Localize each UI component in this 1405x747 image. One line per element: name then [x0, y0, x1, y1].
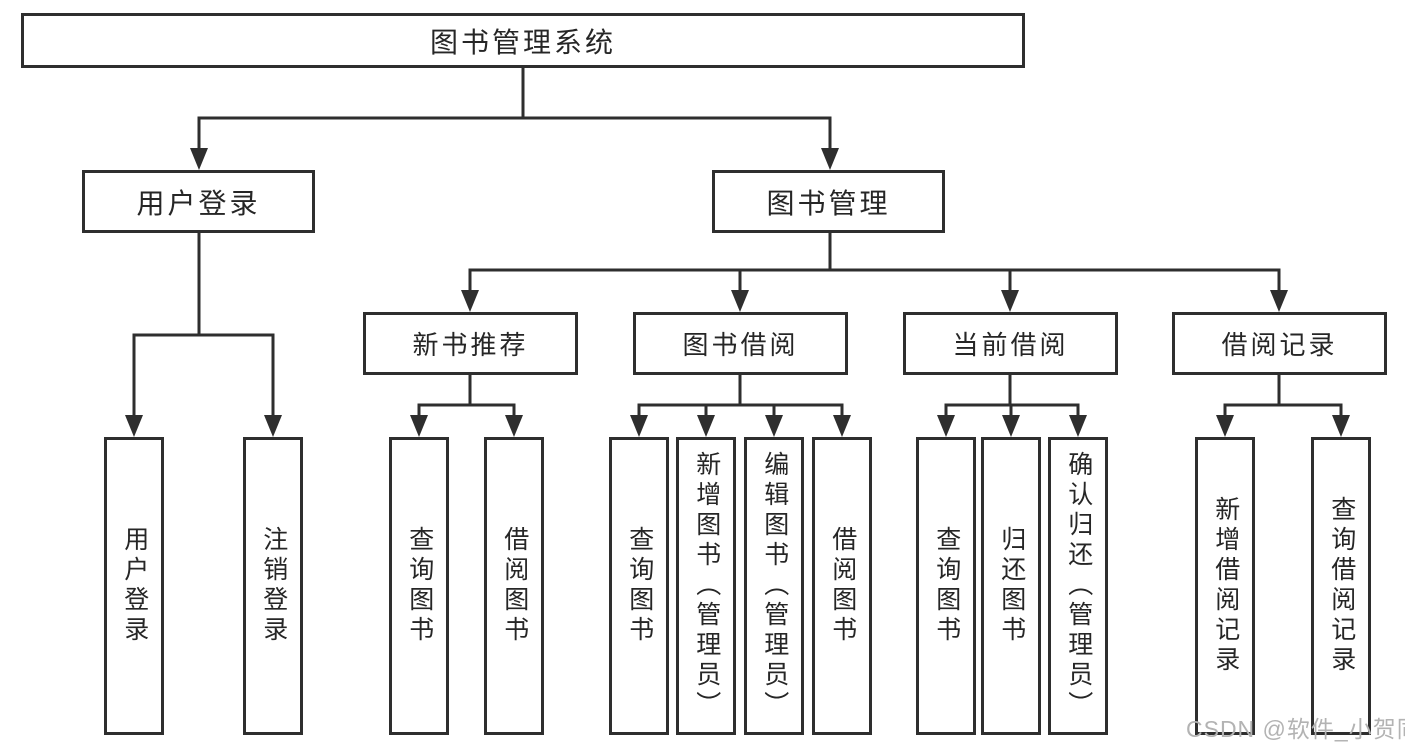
leaf-add-book-admin: 新增图书（管理员） [676, 437, 736, 735]
node-label: 借阅记录 [1221, 330, 1338, 360]
leaf-logout: 注销登录 [243, 437, 303, 735]
leaf-label: 注销登录 [259, 526, 288, 646]
leaf-edit-book-admin: 编辑图书（管理员） [744, 437, 804, 735]
node-label: 图书借阅 [682, 330, 799, 360]
leaf-label: 借阅图书 [500, 526, 529, 646]
leaf-label: 查询图书 [625, 526, 654, 646]
leaf-user-login: 用户登录 [104, 437, 164, 735]
leaf-label: 查询图书 [932, 526, 961, 646]
leaf-query-books-recommend: 查询图书 [389, 437, 449, 735]
leaf-label: 确认归还（管理员） [1064, 451, 1093, 721]
node-user-login: 用户登录 [82, 170, 315, 233]
leaf-label: 借阅图书 [828, 526, 857, 646]
leaf-label: 归还图书 [997, 526, 1026, 646]
leaf-query-borrow-record: 查询借阅记录 [1311, 437, 1371, 735]
leaf-borrow-books: 借阅图书 [812, 437, 872, 735]
leaf-label: 新增图书（管理员） [692, 451, 721, 721]
node-library-management-system: 图书管理系统 [21, 13, 1025, 68]
node-label: 新书推荐 [412, 330, 529, 360]
leaf-label: 查询图书 [405, 526, 434, 646]
node-label: 用户登录 [136, 187, 261, 219]
leaf-label: 编辑图书（管理员） [760, 451, 789, 721]
leaf-confirm-return-admin: 确认归还（管理员） [1048, 437, 1108, 735]
leaf-label: 查询借阅记录 [1327, 496, 1356, 676]
leaf-label: 用户登录 [120, 526, 149, 646]
node-borrowing-records: 借阅记录 [1172, 312, 1387, 375]
node-label: 图书管理 [766, 187, 891, 219]
node-current-borrowing: 当前借阅 [903, 312, 1118, 375]
node-book-management: 图书管理 [712, 170, 945, 233]
leaf-label: 新增借阅记录 [1211, 496, 1240, 676]
node-label: 当前借阅 [952, 330, 1069, 360]
node-label: 图书管理系统 [429, 26, 616, 58]
leaf-query-books-borrow: 查询图书 [609, 437, 669, 735]
watermark: CSDN @软件_小贺同学 [1186, 716, 1405, 742]
node-new-book-recommend: 新书推荐 [363, 312, 578, 375]
leaf-borrow-books-recommend: 借阅图书 [484, 437, 544, 735]
leaf-add-borrow-record: 新增借阅记录 [1195, 437, 1255, 735]
leaf-return-book: 归还图书 [981, 437, 1041, 735]
node-book-borrowing: 图书借阅 [633, 312, 848, 375]
leaf-query-books-current: 查询图书 [916, 437, 976, 735]
